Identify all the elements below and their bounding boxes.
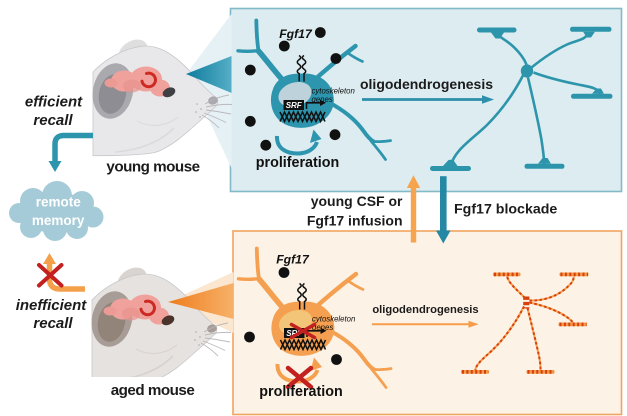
svg-text:young mouse: young mouse xyxy=(106,158,199,175)
svg-text:recall: recall xyxy=(33,315,73,332)
svg-text:oligodendrogenesis: oligodendrogenesis xyxy=(372,304,478,316)
svg-text:efficient: efficient xyxy=(25,94,83,111)
svg-text:remote: remote xyxy=(36,195,82,210)
svg-text:inefficient: inefficient xyxy=(16,297,88,314)
svg-text:proliferation: proliferation xyxy=(256,155,339,171)
svg-text:memory: memory xyxy=(32,213,85,228)
svg-text:Fgf17 blockade: Fgf17 blockade xyxy=(454,201,557,217)
svg-text:recall: recall xyxy=(33,112,73,129)
svg-text:Fgf17: Fgf17 xyxy=(276,253,310,267)
svg-text:Fgf17 infusion: Fgf17 infusion xyxy=(307,212,403,228)
svg-text:aged mouse: aged mouse xyxy=(111,382,195,399)
svg-text:Fgf17: Fgf17 xyxy=(279,27,313,41)
svg-text:proliferation: proliferation xyxy=(259,384,342,400)
svg-text:oligodendrogenesis: oligodendrogenesis xyxy=(360,76,493,92)
svg-text:young CSF or: young CSF or xyxy=(311,193,403,209)
